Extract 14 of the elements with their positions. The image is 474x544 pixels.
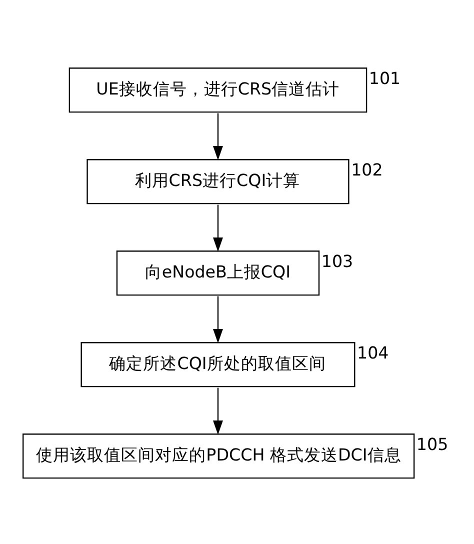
node-label: 102 [351, 160, 383, 179]
node-label: 103 [321, 251, 354, 270]
arrow [212, 387, 223, 434]
node-label: 101 [368, 68, 401, 88]
node-box: UE接收信号，进行CRS信道估计 [68, 67, 368, 112]
node-box: 向eNodeB上报CQI [116, 250, 320, 296]
node-box: 利用CRS进行CQI计算 [86, 158, 350, 204]
arrow [212, 204, 223, 252]
node-box: 使用该取值区间对应的PDCCH 格式发送DCI信息 [22, 433, 415, 478]
arrow [212, 112, 223, 160]
node-box: 确定所述CQI所处的取值区间 [80, 342, 356, 387]
node-label: 105 [416, 434, 448, 454]
node-label: 104 [357, 342, 389, 362]
arrow [212, 296, 223, 343]
